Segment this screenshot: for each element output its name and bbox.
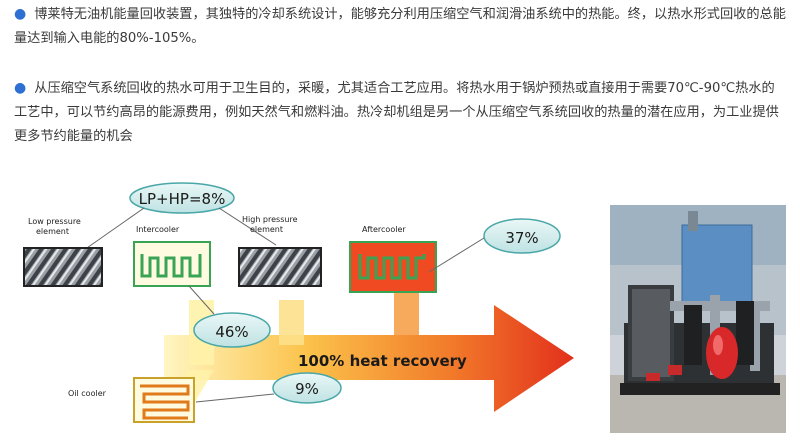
bullet-icon: ● bbox=[14, 80, 27, 96]
oilcooler-percent-bubble bbox=[272, 372, 342, 404]
heat-recovery-label: 100% heat recovery bbox=[298, 352, 467, 370]
low-pressure-element-icon bbox=[23, 247, 103, 287]
paragraph-1-text: 博莱特无油机能量回收装置，其独特的冷却系统设计，能够充分利用压缩空气和润滑油系统… bbox=[14, 7, 786, 46]
heat-recovery-diagram: LP+HP=8% Low pressure element Intercoole… bbox=[23, 182, 574, 423]
intercooler-percent: 46% bbox=[215, 323, 248, 341]
oilcooler-percent: 9% bbox=[295, 380, 319, 398]
oil-cooler-label: Oil cooler bbox=[68, 389, 107, 398]
intercooler-label: Intercooler bbox=[136, 225, 180, 234]
lp-hp-bubble bbox=[129, 182, 235, 214]
paragraph-2: ●从压缩空气系统回收的热水可用于卫生目的，采暖，尤其适合工艺应用。将热水用于锅炉… bbox=[14, 76, 786, 149]
high-pressure-element-icon bbox=[238, 247, 322, 287]
aftercooler-percent: 37% bbox=[505, 229, 538, 247]
heat-recovery-unit-photo bbox=[610, 205, 786, 433]
low-pressure-label-2: element bbox=[36, 227, 69, 236]
high-pressure-label-2: element bbox=[250, 225, 283, 234]
heat-recovery-arrow bbox=[164, 305, 574, 412]
high-pressure-label: High pressure bbox=[242, 215, 298, 224]
intercooler-icon bbox=[133, 241, 211, 287]
aftercooler-percent-bubble bbox=[483, 218, 561, 254]
lp-hp-label: LP+HP=8% bbox=[139, 190, 226, 208]
paragraph-2-text: 从压缩空气系统回收的热水可用于卫生目的，采暖，尤其适合工艺应用。将热水用于锅炉预… bbox=[14, 81, 779, 144]
low-pressure-label: Low pressure bbox=[28, 217, 81, 226]
aftercooler-label: Aftercooler bbox=[362, 225, 406, 234]
bullet-icon: ● bbox=[14, 6, 27, 22]
intercooler-percent-bubble bbox=[193, 312, 271, 348]
paragraph-1: ●博莱特无油机能量回收装置，其独特的冷却系统设计，能够充分利用压缩空气和润滑油系… bbox=[14, 2, 786, 51]
